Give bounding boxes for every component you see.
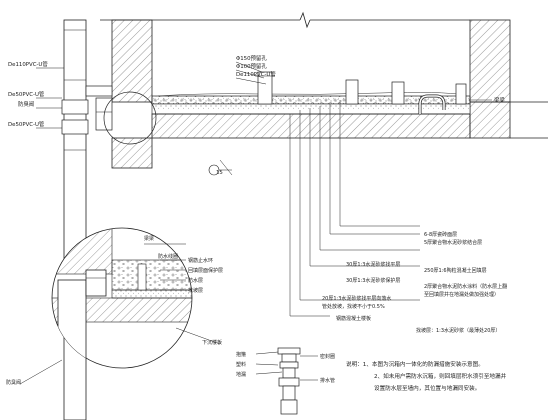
detail-stop-ring: 钢筋止水环 (188, 257, 213, 264)
layer-slope-2: 管处放坡，找坡不小于0.5% (322, 303, 385, 310)
layer-slope-screed: 找坡层：1:3水泥砂浆（最薄处20厚） (416, 327, 500, 334)
main-annotations: De110PVC-U管 De50PVC-U管 防臭阀 De50PVC-U管 Φ1… (8, 54, 505, 176)
branch-pipe (85, 85, 157, 145)
right-wall (469, 19, 548, 139)
detail-concrete: 找坡层 (188, 287, 203, 294)
detail-marker-circle (208, 164, 220, 176)
layer-tile: 6-8厚瓷砖面层 (424, 231, 457, 238)
vertical-drain-pipe (61, 19, 89, 420)
label-drain-hole-150: Φ150预留孔 (236, 54, 267, 62)
detail-beam: 梁梁 (144, 235, 154, 242)
note-3: 设置防水层至墙内，其位置与地漏同安装。 (374, 384, 480, 392)
fitting-pipe: 排水管 (320, 377, 335, 384)
layer-waterproof-1: 2厚聚合物水泥防水涂料（防水层上翻 (424, 283, 507, 290)
fitting-leaders (255, 351, 318, 381)
detail-waterproof-ring: 防水线圈 (158, 253, 178, 260)
detail-annotations: 梁梁 防水线圈 钢筋止水环 回填层面保护层 防水层 找坡层 下沉楼板 防臭阀 (6, 235, 223, 386)
label-pipe-dn110: De110PVC-U管 (8, 60, 48, 68)
layer-waterproof-2: 至回填层并在地漏处做加强处理） (424, 291, 499, 298)
layer-screed-top: 30厚1:3水泥砂浆找平层 (346, 261, 400, 268)
label-drain-hole-100: Φ100预留孔 (236, 62, 267, 70)
label-valve: 防臭阀 (18, 100, 34, 108)
left-wall (111, 19, 153, 169)
fill-layer (152, 92, 470, 110)
top-outline (100, 11, 470, 29)
detail-fill-layer: 回填层面保护层 (188, 267, 223, 274)
layer-backfill: 250厚1:6陶粒混凝土回填层 (424, 267, 487, 274)
label-pipe-upper: De110PVC-U管 (236, 70, 276, 78)
fitting-pvc: 塑料 (236, 361, 246, 368)
floor-drains (255, 71, 467, 114)
detail-floor: 下沉楼板 (202, 339, 222, 346)
detail-view (19, 227, 193, 385)
layer-protection: 30厚1:3水泥砂浆保护层 (346, 277, 400, 284)
layer-annotations: 6-8厚瓷砖面层 5厚聚合物水泥砂浆结合层 30厚1:3水泥砂浆找平层 250厚… (322, 231, 507, 334)
note-1: 说明：1、本图为沉箱内一体化的防漏措施安装示意图。 (346, 360, 484, 368)
layer-slope-1: 20厚1:3水泥砂浆找平层向落水 (322, 295, 391, 302)
layer-slab: 钢筋混凝土楼板 (336, 315, 371, 322)
layer-leaders (289, 100, 420, 317)
fitting-washer: 密封圈 (320, 353, 335, 360)
notes: 说明：1、本图为沉箱内一体化的防漏措施安装示意图。 2、如未用户需防水沉箱，则回… (346, 360, 507, 392)
main-leaders (36, 61, 492, 176)
label-pipe-dn50b: De50PVC-U管 (8, 120, 45, 128)
layer-bonding: 5厚聚合物水泥砂浆结合层 (424, 239, 482, 246)
note-2: 2、如未用户需防水沉箱，则回填层积水须引至地漏并 (374, 372, 507, 380)
detail-valve: 防臭阀 (6, 379, 21, 386)
fitting-drain: 地漏 (236, 371, 246, 378)
fitting-annotations: 抱箍 塑料 地漏 密封圈 排水管 (236, 351, 335, 384)
label-pipe-dn50a: De50PVC-U管 (8, 90, 45, 98)
fitting-hoop: 抱箍 (236, 351, 246, 358)
drain-fitting (277, 347, 301, 415)
detail-waterproof: 防水层 (188, 277, 203, 284)
detail-leaders (144, 243, 221, 345)
label-marker-15: 15 (216, 170, 223, 176)
label-beam: 梁梁 (494, 96, 505, 104)
